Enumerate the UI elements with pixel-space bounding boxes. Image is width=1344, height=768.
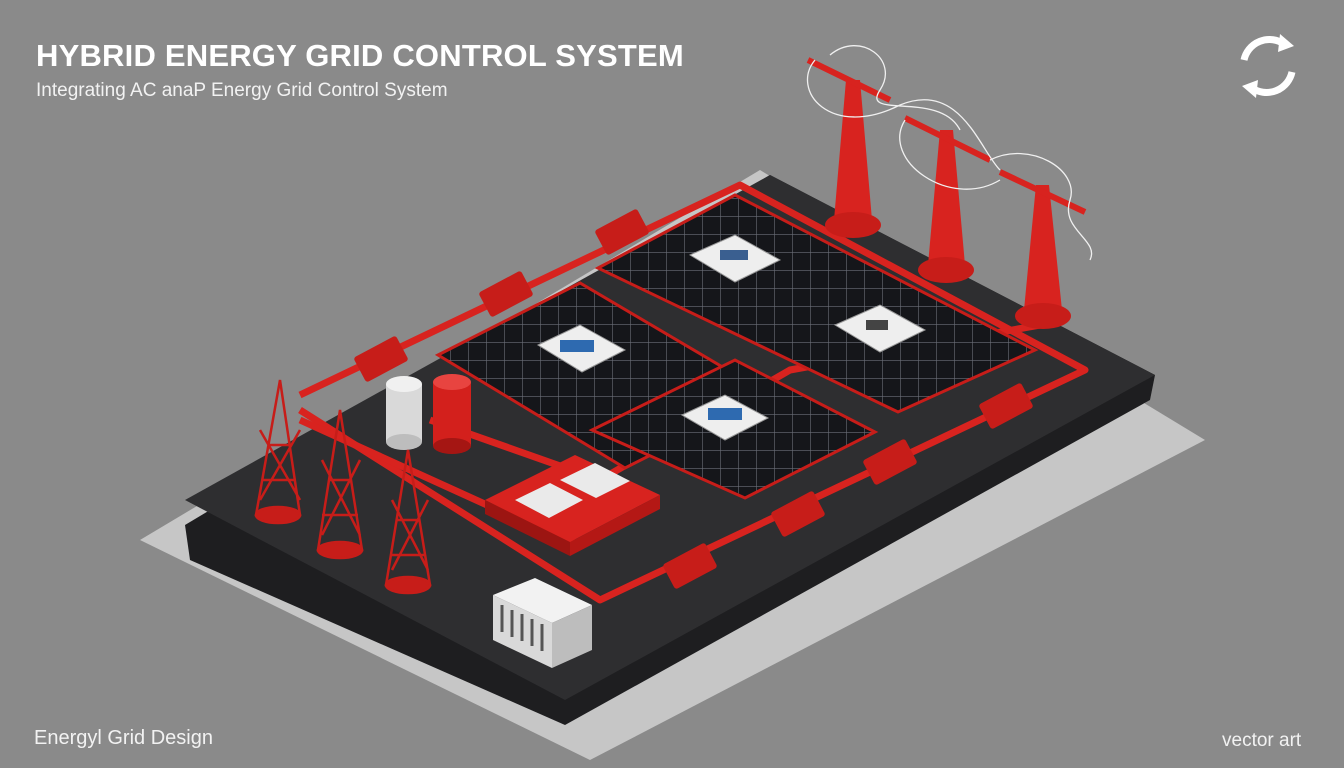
footer-credit: vector art	[1222, 730, 1302, 751]
battery-tank-icon	[433, 374, 471, 454]
control-module-icon	[536, 324, 627, 373]
power-wires	[806, 45, 1093, 261]
page-title: HYBRID ENERGY GRID CONTROL SYSTEM	[36, 38, 684, 73]
control-module-icon	[833, 304, 927, 353]
refresh-cycle-icon	[1232, 30, 1304, 102]
control-module-icon	[688, 234, 782, 283]
page-subtitle: Integrating AC anaP Energy Grid Control …	[36, 80, 448, 101]
footer-caption: Energyl Grid Design	[34, 727, 213, 749]
power-pole-icon	[806, 57, 892, 238]
power-pole-icon	[903, 115, 992, 283]
control-hub	[485, 455, 660, 556]
lattice-tower-icon	[384, 449, 432, 595]
control-modules	[536, 234, 927, 441]
lattice-tower-icon	[254, 379, 302, 525]
junction-boxes	[354, 209, 1033, 589]
power-pole-icon	[998, 169, 1087, 329]
control-module-icon	[680, 394, 770, 441]
lattice-tower-icon	[316, 409, 364, 560]
inverter-cabinet-icon	[493, 578, 592, 668]
battery-tank-icon	[386, 376, 422, 450]
